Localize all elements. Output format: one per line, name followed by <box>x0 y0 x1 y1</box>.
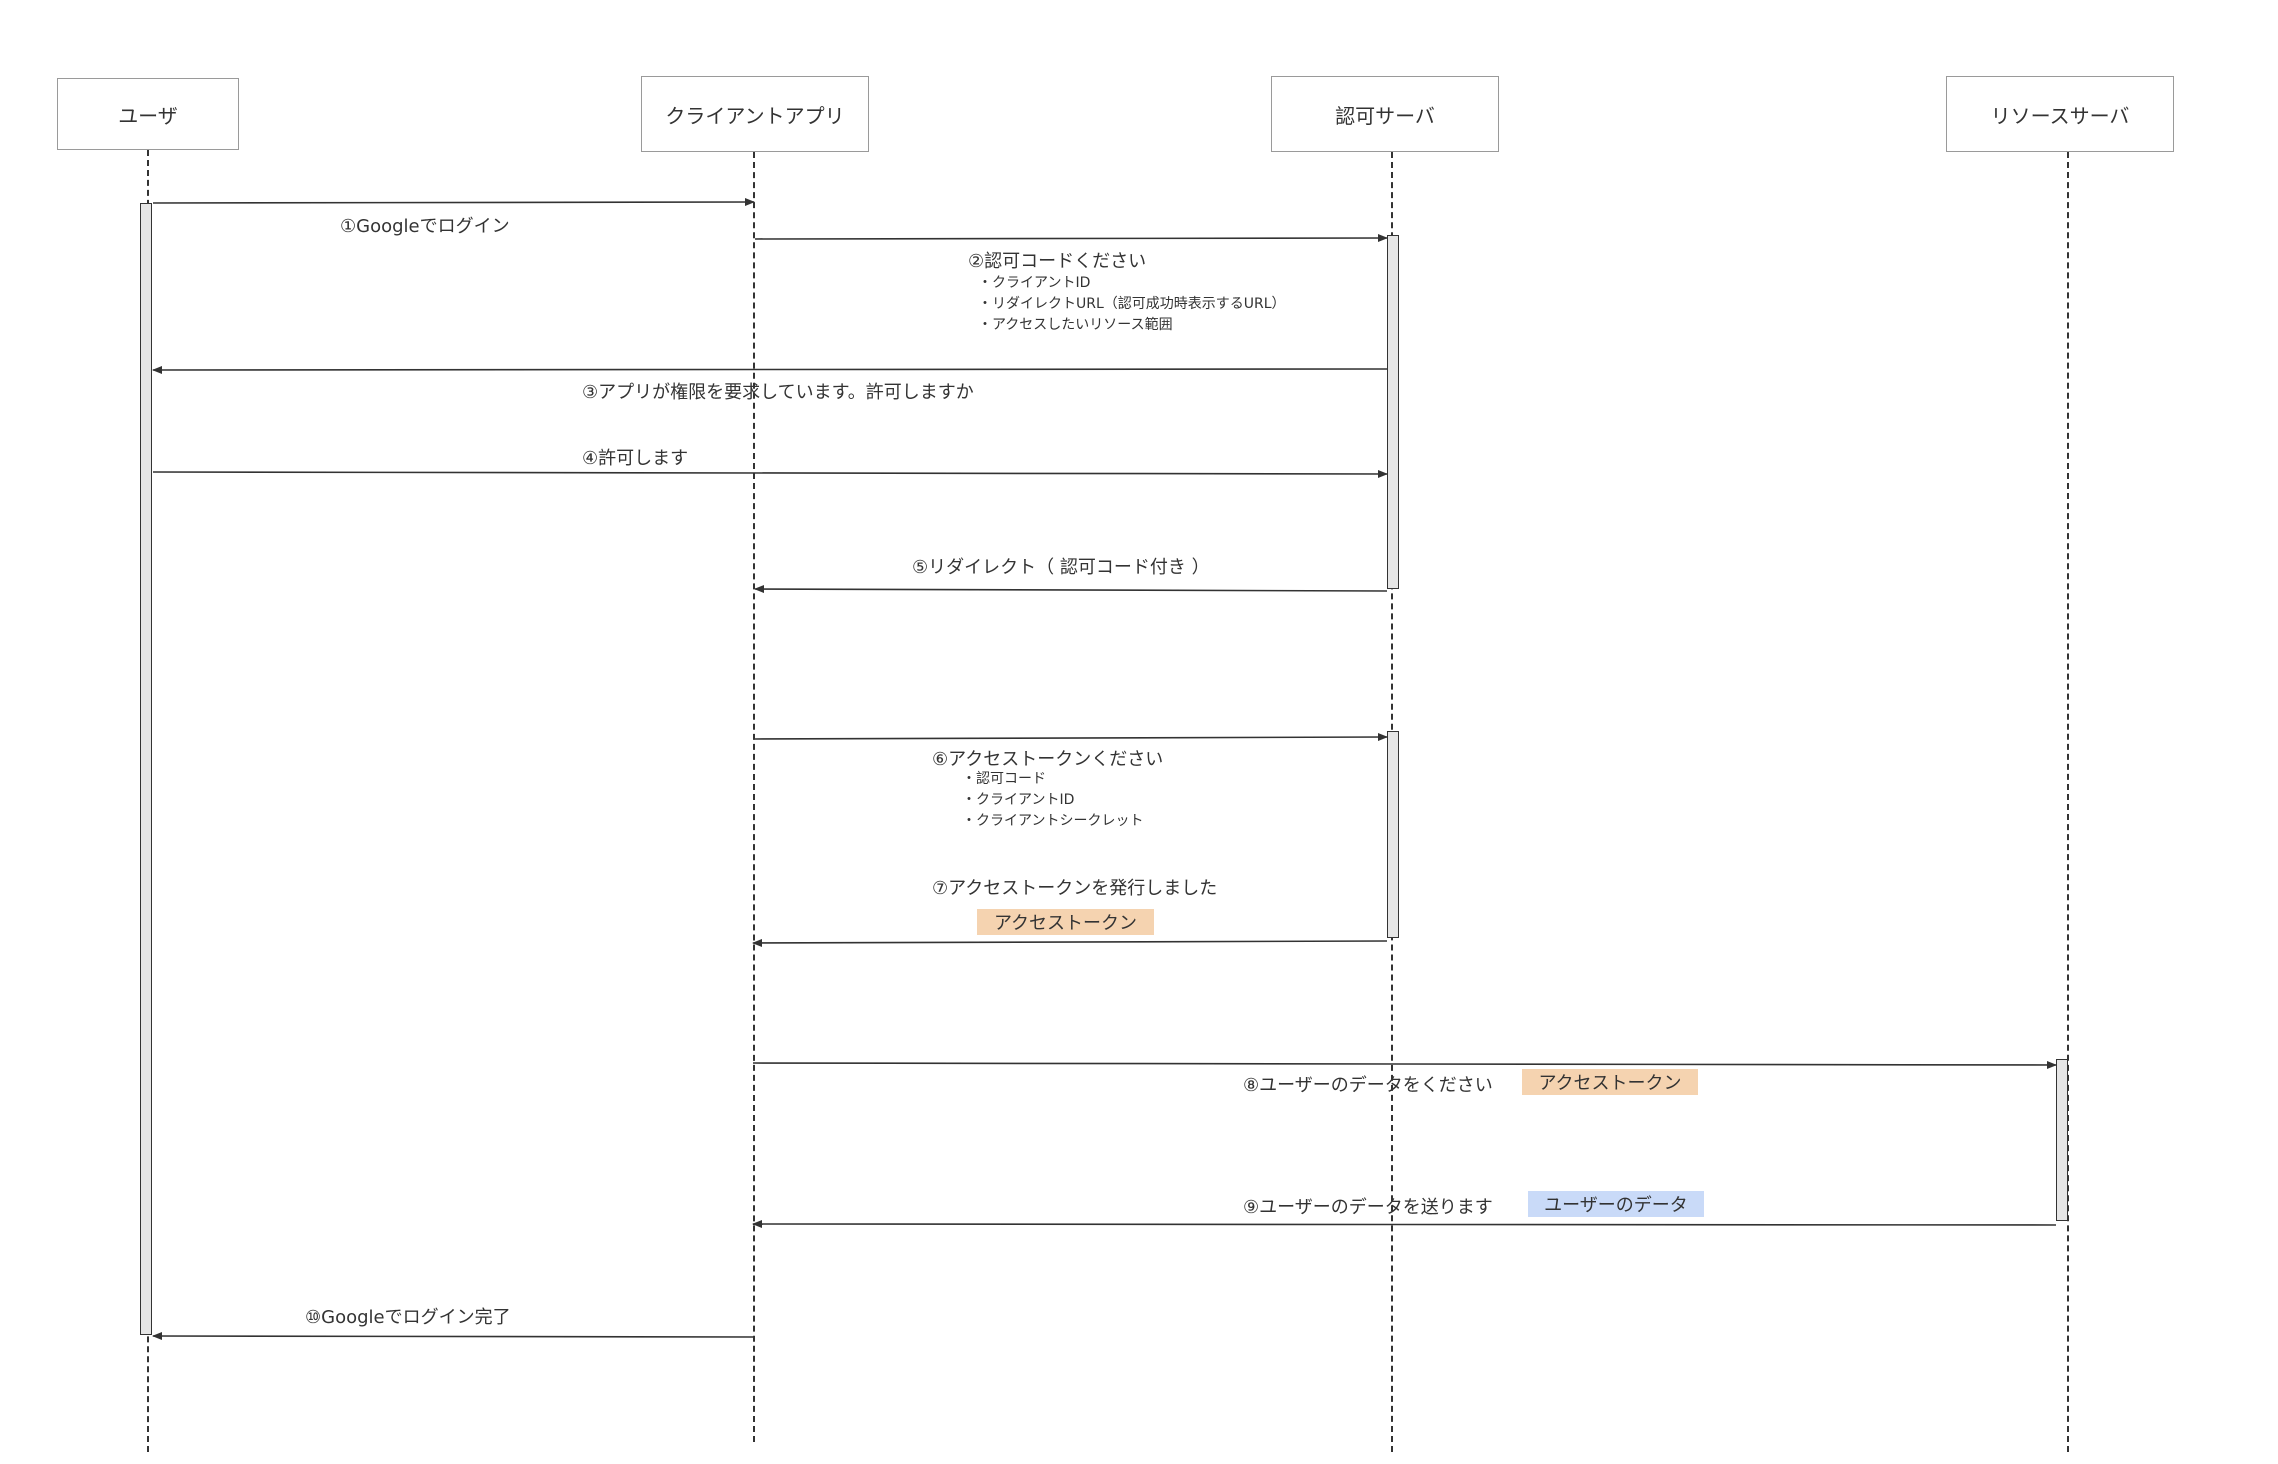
message-label-9: ⑨ユーザーのデータを送ります <box>1243 1197 1493 1218</box>
message-2-parameters: クライアントID リダイレクトURL（認可成功時表示するURL） アクセスしたい… <box>978 273 1286 336</box>
user-data-tag: ユーザーのデータ <box>1528 1191 1704 1217</box>
actor-client-app: クライアントアプリ <box>641 76 869 152</box>
message-label-3: ③アプリが権限を要求しています。許可しますか <box>582 382 974 403</box>
message-label-2: ②認可コードください <box>968 251 1147 272</box>
access-token-tag: アクセストークン <box>1522 1069 1698 1095</box>
lifeline-resource-server <box>2067 152 2069 1452</box>
param-item: クライアントID <box>962 790 1143 811</box>
param-item: リダイレクトURL（認可成功時表示するURL） <box>978 294 1286 315</box>
arrow-m5 <box>754 585 1388 594</box>
activation-auth-1 <box>1387 235 1399 589</box>
message-label-4: ④許可します <box>582 448 689 469</box>
param-item: アクセスしたいリソース範囲 <box>978 315 1286 336</box>
access-token-tag: アクセストークン <box>977 909 1154 935</box>
arrow-m3 <box>152 365 1388 374</box>
arrow-m2 <box>754 234 1388 243</box>
lifeline-client-app <box>753 152 755 1442</box>
message-label-6: ⑥アクセストークンください <box>932 749 1164 770</box>
message-label-8: ⑧ユーザーのデータをください <box>1243 1075 1493 1096</box>
actor-user: ユーザ <box>57 78 239 150</box>
param-item: クライアントシークレット <box>962 811 1143 832</box>
arrow-m4 <box>152 469 1388 478</box>
message-label-1: ①Googleでログイン <box>340 216 510 237</box>
actor-auth-server: 認可サーバ <box>1271 76 1499 152</box>
message-label-10: ⑩Googleでログイン完了 <box>305 1307 511 1328</box>
activation-resource <box>2056 1059 2068 1221</box>
activation-auth-2 <box>1387 731 1399 938</box>
arrow-m10 <box>152 1332 754 1341</box>
arrow-m9 <box>752 1220 2057 1229</box>
message-label-5: ⑤リダイレクト（ 認可コード付き ） <box>912 557 1210 578</box>
message-label-7: ⑦アクセストークンを発行しました <box>932 878 1218 899</box>
param-item: 認可コード <box>962 769 1143 790</box>
arrow-m6 <box>754 733 1388 742</box>
arrow-m8 <box>752 1060 2057 1069</box>
message-6-parameters: 認可コード クライアントID クライアントシークレット <box>962 769 1143 832</box>
arrow-m1 <box>152 198 755 207</box>
activation-user <box>140 203 152 1335</box>
param-item: クライアントID <box>978 273 1286 294</box>
arrow-m7 <box>752 938 1388 947</box>
actor-resource-server: リソースサーバ <box>1946 76 2174 152</box>
